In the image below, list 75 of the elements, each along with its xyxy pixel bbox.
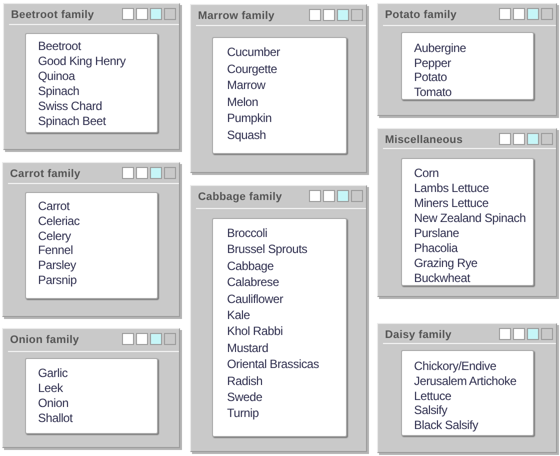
panel-title: Carrot family [10,168,80,181]
list-item: Swede [227,390,262,404]
list-box [401,158,534,286]
list-item: Tomato [414,85,452,100]
list-item: Spinach [38,84,80,98]
list-item: Good King Henry [38,54,126,68]
panel [2,328,180,448]
panel-title: Miscellaneous [385,134,463,147]
list-item: Grazing Rye [414,256,478,270]
list-item: Lettuce [414,388,452,403]
list-item: Beetroot [38,39,81,53]
list-item: Jerusalem Artichoke [414,374,516,388]
panel-title: Cabbage family [198,191,282,204]
list-item: Miners Lettuce [414,196,489,210]
list-item: Spinach Beet [38,114,106,128]
list-item: Courgette [227,62,277,76]
list-item: Potato [414,70,447,84]
list-item: Marrow [227,78,266,92]
list-item: Leek [38,380,63,394]
list-box [212,37,347,154]
panel [190,185,367,452]
panel [2,162,180,317]
list-box [25,33,158,133]
list-item: Garlic [38,366,68,380]
list-item: Aubergine [414,41,466,55]
list-item: Turnip [227,406,259,420]
list-item: Purslane [414,226,459,240]
list-box [212,218,347,437]
list-item: Chickory/Endive [414,359,496,373]
list-item: Quinoa [38,69,75,83]
list-item: Pumpkin [227,111,272,125]
list-item: Corn [414,166,439,180]
list-box [401,32,534,100]
list-item: Black Salsify [414,418,478,432]
list-item: Oriental Brassicas [227,357,319,372]
panel-title: Onion family [10,334,80,347]
panel-title: Daisy family [385,329,452,342]
list-item: Parsnip [38,273,77,287]
list-item: Cucumber [227,45,280,59]
list-item: New Zealand Spinach [414,210,526,224]
panel-title: Potato family [385,9,457,22]
list-item: Squash [227,128,266,142]
list-item: Phacolia [414,240,458,254]
list-item: Carrot [38,199,70,213]
panel [3,3,180,150]
list-item: Radish [227,374,263,388]
list-item: Kale [227,308,250,322]
list-item: Buckwheat [414,270,470,284]
list-item: Shallot [38,410,73,424]
list-item: Broccoli [227,226,268,240]
list-item: Fennel [38,243,73,258]
panel [377,3,557,116]
panel [377,323,557,453]
panel-title: Beetroot family [11,9,94,22]
list-box [25,192,158,299]
list-item: Parsley [38,258,76,272]
list-item: Melon [227,94,258,108]
list-item: Celeriac [38,214,80,228]
list-item: Pepper [414,56,451,70]
list-item: Calabrese [227,275,279,290]
list-item: Celery [38,228,71,243]
list-item: Swiss Chard [38,99,102,113]
panel [190,4,367,173]
list-item: Onion [38,396,69,410]
list-item: Mustard [227,340,268,355]
panel-title: Marrow family [198,10,275,23]
list-box [25,358,158,434]
list-item: Lambs Lettuce [414,180,489,194]
list-box [401,350,534,436]
list-item: Brussel Sprouts [227,242,308,256]
list-item: Cabbage [227,258,274,273]
panel [377,128,557,297]
list-item: Khol Rabbi [227,324,283,338]
list-item: Cauliflower [227,292,284,306]
list-item: Salsify [414,403,448,418]
